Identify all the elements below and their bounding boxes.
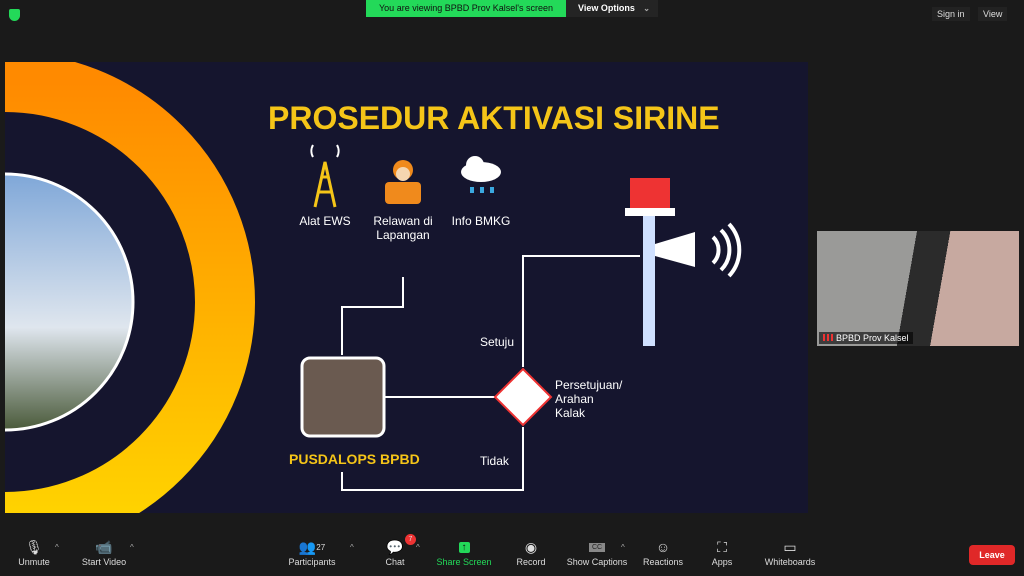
record-button[interactable]: ◉ Record <box>514 537 548 568</box>
signal-icon <box>823 334 833 341</box>
pusdalops-photo <box>300 356 386 438</box>
video-feed <box>817 231 1019 346</box>
view-button[interactable]: View <box>978 7 1008 21</box>
leave-button[interactable]: Leave <box>969 545 1015 565</box>
chevron-down-icon: ⌄ <box>643 4 650 13</box>
source-info-bmkg: Info BMKG <box>451 214 511 228</box>
chat-icon: 💬7 <box>380 534 416 557</box>
captions-caret[interactable]: ^ <box>621 543 625 552</box>
photo-circle <box>5 172 135 432</box>
participant-name: BPBD Prov Kalsel <box>819 332 913 344</box>
reactions-icon: ☺ <box>655 539 671 555</box>
start-video-button[interactable]: 📹 Start Video <box>78 537 130 568</box>
slide-title: PROSEDUR AKTIVASI SIRINE <box>268 100 720 136</box>
participant-video[interactable]: BPBD Prov Kalsel <box>817 231 1019 346</box>
cc-icon: CC <box>566 537 628 557</box>
security-shield-icon[interactable] <box>9 9 20 21</box>
share-screen-button[interactable]: ↑Share Screen <box>436 537 492 567</box>
source-relawan: Relawan di Lapangan <box>373 214 433 242</box>
reactions-button[interactable]: ☺ Reactions <box>642 537 684 567</box>
muted-mic-icon: 🎙 <box>25 538 43 555</box>
flow-lines <box>341 255 640 491</box>
whiteboard-icon: ▭ <box>783 538 797 555</box>
whiteboards-button[interactable]: ▭ Whiteboards <box>762 537 818 568</box>
participants-label: Participants <box>288 557 336 567</box>
chat-label: Chat <box>385 557 405 567</box>
whiteboards-label: Whiteboards <box>764 557 816 567</box>
video-off-icon: 📹 <box>95 538 113 555</box>
apps-button[interactable]: ⛶ Apps <box>708 537 736 568</box>
apps-label: Apps <box>711 557 733 567</box>
start-video-label: Start Video <box>81 557 127 567</box>
source-alat-ews: Alat EWS <box>299 214 351 228</box>
video-options-caret[interactable]: ^ <box>130 543 134 552</box>
sign-in-button[interactable]: Sign in <box>932 7 970 21</box>
yes-label: Setuju <box>480 335 515 349</box>
view-options-button[interactable]: View Options ⌄ <box>566 0 658 17</box>
apps-icon: ⛶ <box>717 538 727 555</box>
no-label: Tidak <box>480 454 509 468</box>
top-bar: You are viewing BPBD Prov Kalsel's scree… <box>0 0 1024 30</box>
participant-name-text: BPBD Prov Kalsel <box>836 333 909 343</box>
pusdalops-label: PUSDALOPS BPBD <box>289 451 420 467</box>
volunteer-icon <box>385 160 421 204</box>
chat-badge: 7 <box>405 534 416 545</box>
participant-count: 27 <box>316 542 326 552</box>
decision-diamond <box>493 367 553 427</box>
shared-screen-slide: PROSEDUR AKTIVASI SIRINE Alat EWS Relawa… <box>5 62 808 513</box>
show-captions-label: Show Captions <box>566 557 628 567</box>
orange-ring <box>5 62 255 513</box>
record-icon: ◉ <box>524 538 538 555</box>
antenna-icon <box>310 144 340 208</box>
unmute-button[interactable]: 🎙 Unmute <box>14 537 54 568</box>
unmute-label: Unmute <box>18 557 50 567</box>
participants-icon: 👥27 <box>298 538 326 555</box>
decision-label: Persetujuan/ Arahan Kalak <box>555 378 623 420</box>
siren-pole-icon <box>625 178 742 346</box>
reactions-label: Reactions <box>642 557 684 567</box>
share-screen-label: Share Screen <box>436 557 492 567</box>
rain-cloud-icon <box>461 156 501 193</box>
view-options-label: View Options <box>578 3 635 13</box>
share-screen-icon: ↑ <box>436 537 492 557</box>
viewing-banner: You are viewing BPBD Prov Kalsel's scree… <box>366 0 566 17</box>
slide-graphics <box>5 62 742 513</box>
audio-options-caret[interactable]: ^ <box>55 543 59 552</box>
record-label: Record <box>516 557 546 567</box>
chat-caret[interactable]: ^ <box>416 543 420 552</box>
participants-caret[interactable]: ^ <box>350 543 354 552</box>
